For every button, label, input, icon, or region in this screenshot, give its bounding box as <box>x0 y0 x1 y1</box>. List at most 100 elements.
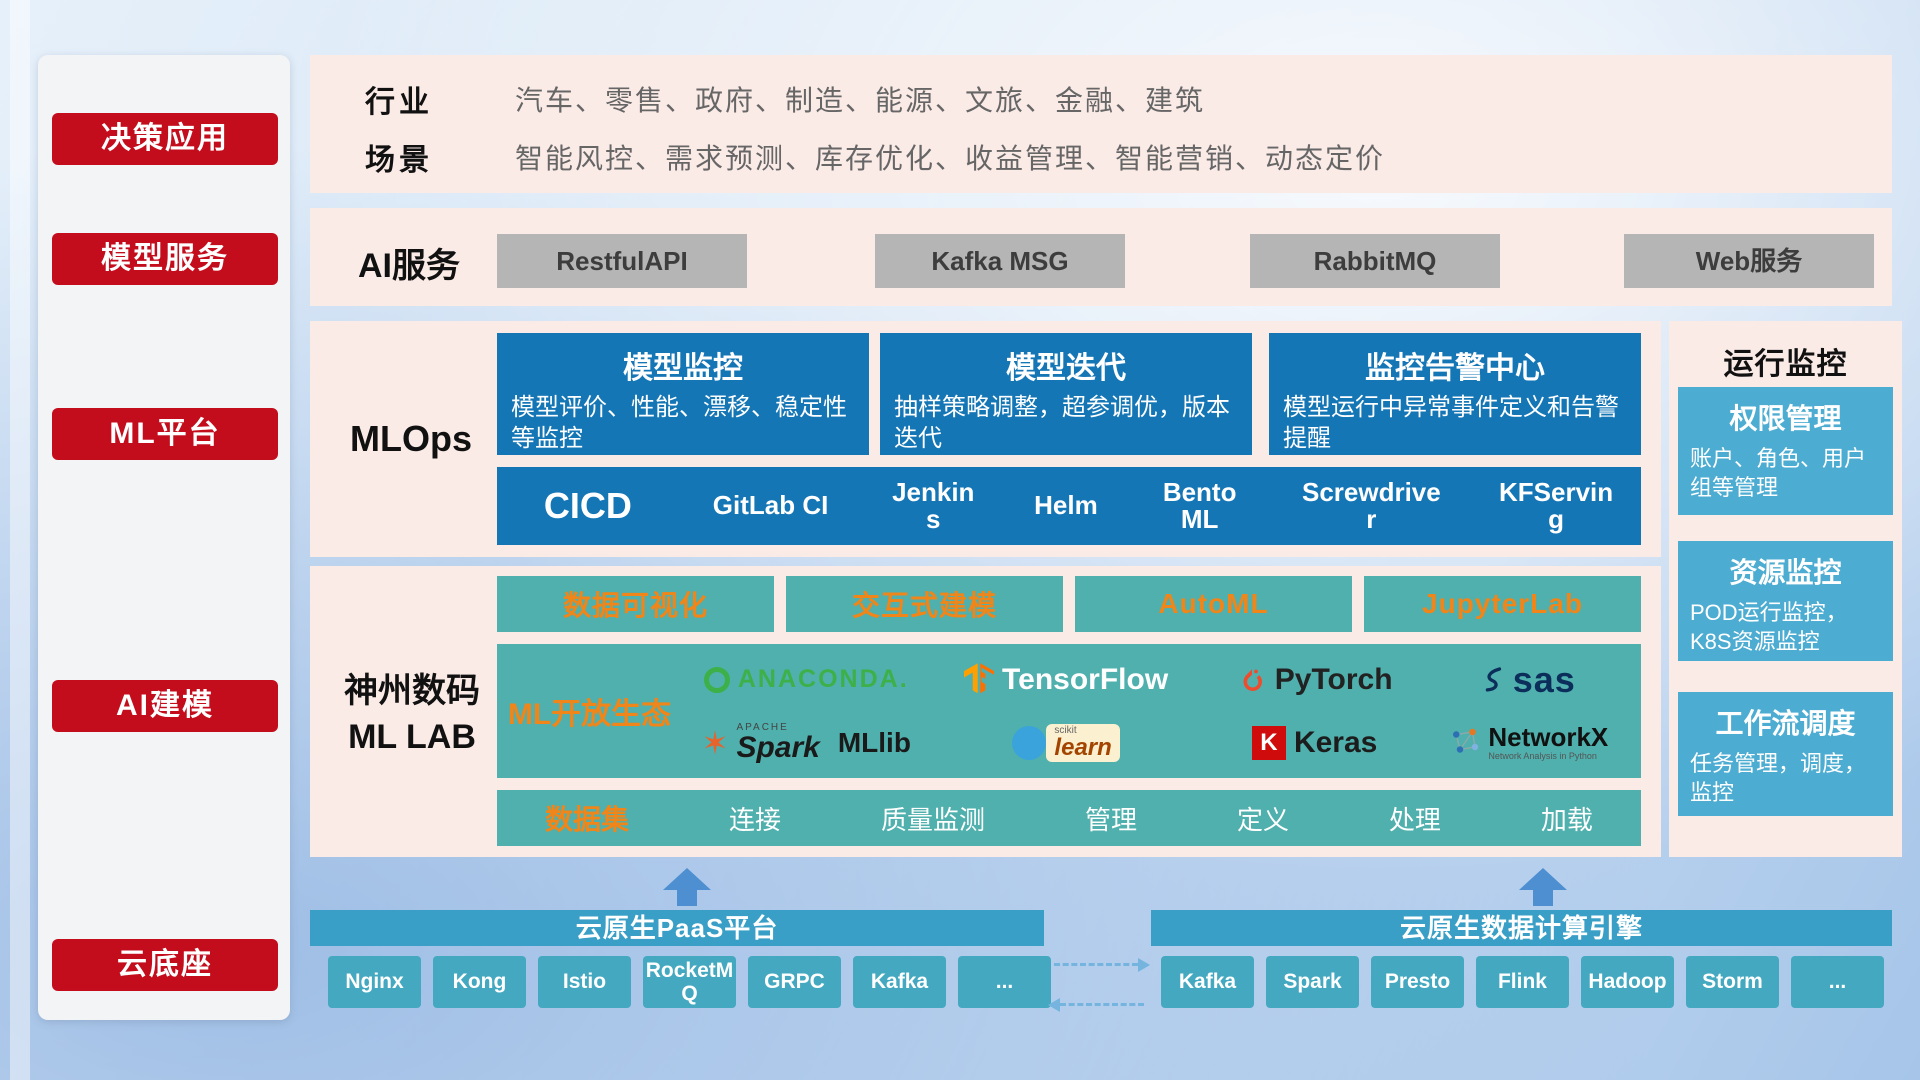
scikit-learn-wordmark: scikit learn <box>1046 723 1120 762</box>
cicd-tool-jenkins: Jenkins <box>892 476 975 534</box>
mlops-card-alert-center: 监控告警中心 模型运行中异常事件定义和告警提醒 <box>1269 333 1641 455</box>
sidebar-item-ai-modeling: AI建模 <box>52 680 278 732</box>
keras-icon: K <box>1251 725 1286 760</box>
mllib-label: MLlib <box>837 726 911 758</box>
runtime-monitoring-panel: 运行监控 权限管理 账户、角色、用户组等管理 资源监控 POD运行监控，K8S资… <box>1669 321 1902 857</box>
cicd-tool-helm: Helm <box>1034 490 1098 521</box>
up-arrow-data-engine <box>1519 868 1567 906</box>
dataset-bar: 数据集 连接 质量监测 管理 定义 处理 加载 <box>497 790 1641 846</box>
scikit-learn-icon <box>1012 725 1047 760</box>
chip-hadoop: Hadoop <box>1581 956 1674 1008</box>
mlops-card-model-iteration: 模型迭代 抽样策略调整，超参调优，版本迭代 <box>880 333 1252 455</box>
mlops-card-model-monitoring: 模型监控 模型评价、性能、漂移、稳定性等监控 <box>497 333 869 455</box>
networkx-wordmark: NetworkX Network Analysis in Python <box>1488 723 1608 761</box>
keras-logo: K Keras <box>1251 725 1377 760</box>
scene-row: 场景 智能风控、需求预测、库存优化、收益管理、智能营销、动态定价 <box>365 135 1385 179</box>
pytorch-icon <box>1243 668 1262 691</box>
spark-icon: ✶ <box>701 724 729 761</box>
cicd-tool-screwdriver: Screwdriver <box>1301 476 1441 534</box>
chip-nginx: Nginx <box>328 956 421 1008</box>
chip-presto: Presto <box>1371 956 1464 1008</box>
scikit-label: scikit <box>1054 724 1077 736</box>
card-title: 模型监控 <box>623 352 743 385</box>
cicd-tool-kfserving: KFServing <box>1498 476 1614 534</box>
application-layer-panel: 行业 汽车、零售、政府、制造、能源、文旅、金融、建筑 场景 智能风控、需求预测、… <box>310 55 1892 193</box>
up-arrow-paas <box>663 868 711 906</box>
networkx-icon <box>1453 729 1479 754</box>
dataset-item-define: 定义 <box>1236 804 1289 835</box>
dataset-item-manage: 管理 <box>1084 804 1137 835</box>
dashed-arrowhead-left <box>1048 998 1060 1012</box>
service-block-web: Web服务 <box>1624 234 1874 288</box>
tool-interactive-modeling: 交互式建模 <box>786 576 1063 632</box>
left-edge-strip <box>10 0 30 1080</box>
ml-ecosystem-label: ML开放生态 <box>507 698 672 731</box>
chip-more: ... <box>1791 956 1884 1008</box>
tensorflow-wordmark: TensorFlow <box>1002 662 1169 696</box>
pytorch-logo: PyTorch <box>1237 663 1393 697</box>
cicd-tool-gitlab-ci: GitLab CI <box>712 490 829 521</box>
card-desc: 抽样策略调整，超参调优，版本迭代 <box>894 394 1230 452</box>
card-desc: 任务管理，调度，监控 <box>1690 751 1867 805</box>
industry-row: 行业 汽车、零售、政府、制造、能源、文旅、金融、建筑 <box>365 77 1205 121</box>
sidebar-item-decision-apps: 决策应用 <box>52 113 278 165</box>
industry-label: 行业 <box>365 86 433 119</box>
apache-label: APACHE <box>736 721 789 733</box>
industry-list: 汽车、零售、政府、制造、能源、文旅、金融、建筑 <box>515 85 1206 116</box>
chip-flink: Flink <box>1476 956 1569 1008</box>
networkx-label: NetworkX <box>1488 722 1609 753</box>
monitoring-card-workflow: 工作流调度 任务管理，调度，监控 <box>1678 692 1893 816</box>
networkx-logo: NetworkX Network Analysis in Python <box>1450 723 1608 761</box>
chip-kong: Kong <box>433 956 526 1008</box>
cicd-label: CICD <box>543 485 632 526</box>
chip-rocketmq: RocketMQ <box>643 956 736 1008</box>
service-block-rabbitmq: RabbitMQ <box>1250 234 1500 288</box>
dataset-item-connect: 连接 <box>728 804 781 835</box>
service-block-kafka-msg: Kafka MSG <box>875 234 1125 288</box>
sidebar-item-model-service: 模型服务 <box>52 233 278 285</box>
tool-automl: AutoML <box>1075 576 1352 632</box>
paas-chips: Nginx Kong Istio RocketMQ GRPC Kafka ... <box>328 954 1051 1010</box>
scikit-learn-logo: scikit learn <box>1012 723 1120 762</box>
sas-logo: sas <box>1483 659 1576 701</box>
tensorflow-icon <box>964 663 995 694</box>
mllab-top-tools: 数据可视化 交互式建模 AutoML JupyterLab <box>497 576 1641 632</box>
mlops-label: MLOps <box>350 418 472 459</box>
card-desc: 模型评价、性能、漂移、稳定性等监控 <box>511 394 847 452</box>
data-engine-chips: Kafka Spark Presto Flink Hadoop Storm ..… <box>1161 954 1884 1010</box>
chip-more: ... <box>958 956 1051 1008</box>
pytorch-wordmark: PyTorch <box>1274 662 1393 696</box>
anaconda-icon <box>703 666 730 693</box>
dashed-arrow-left <box>1060 1003 1144 1006</box>
spark-wordmark: APACHE Spark <box>736 721 820 764</box>
tool-jupyterlab: JupyterLab <box>1364 576 1641 632</box>
networkx-subtitle: Network Analysis in Python <box>1488 750 1597 761</box>
data-engine-header: 云原生数据计算引擎 <box>1151 910 1892 946</box>
monitoring-card-permissions: 权限管理 账户、角色、用户组等管理 <box>1678 387 1893 515</box>
anaconda-logo: ANACONDA. <box>703 665 909 694</box>
anaconda-wordmark: ANACONDA. <box>737 665 909 693</box>
mllab-label: 神州数码 ML LAB <box>332 668 492 760</box>
chip-grpc: GRPC <box>748 956 841 1008</box>
sidebar-item-cloud-base: 云底座 <box>52 939 278 991</box>
scene-label: 场景 <box>365 144 433 177</box>
monitoring-card-resources: 资源监控 POD运行监控，K8S资源监控 <box>1678 541 1893 661</box>
card-title: 工作流调度 <box>1715 708 1856 739</box>
dashed-arrow-right <box>1054 963 1138 966</box>
chip-kafka: Kafka <box>1161 956 1254 1008</box>
cicd-bar: CICD GitLab CI Jenkins Helm BentoML Scre… <box>497 467 1641 545</box>
chip-kafka: Kafka <box>853 956 946 1008</box>
paas-platform-header: 云原生PaaS平台 <box>310 910 1044 946</box>
spark-mllib-logo: ✶ APACHE Spark MLlib <box>701 721 911 764</box>
card-title: 监控告警中心 <box>1365 352 1545 385</box>
mllab-label-line1: 神州数码 <box>344 672 480 710</box>
card-desc: POD运行监控，K8S资源监控 <box>1690 600 1848 654</box>
service-block-restfulapi: RestfulAPI <box>497 234 747 288</box>
chip-spark: Spark <box>1266 956 1359 1008</box>
spark-label: Spark <box>736 730 820 764</box>
scene-list: 智能风控、需求预测、库存优化、收益管理、智能营销、动态定价 <box>515 143 1386 174</box>
ml-ecosystem-logos: ANACONDA. TensorFlow PyTorch <box>682 644 1641 778</box>
sidebar-item-ml-platform: ML平台 <box>52 408 278 460</box>
dashed-arrowhead-right <box>1138 958 1150 972</box>
